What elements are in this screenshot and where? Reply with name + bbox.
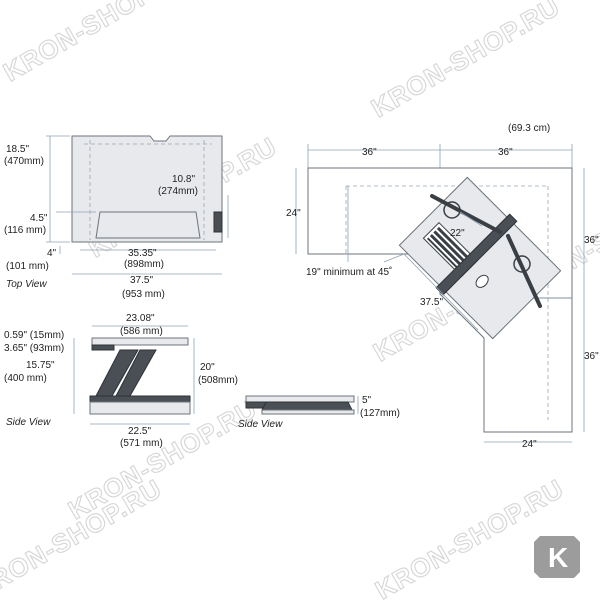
corner-diag-b: 37.5" bbox=[420, 297, 443, 308]
corner-minimum-note: 19" minimum at 45˚ bbox=[306, 266, 392, 278]
side-view-caption: Side View bbox=[6, 417, 51, 428]
lowered-lift bbox=[261, 401, 353, 411]
keyboard-depth-mm: (116 mm) bbox=[4, 225, 46, 236]
corner-top-note: (69.3 cm) bbox=[508, 123, 550, 134]
width-mm: (953 mm) bbox=[122, 289, 165, 300]
corner-layout: (69.3 cm) 36" 36" 24" 36" 36" 24" bbox=[286, 123, 599, 450]
corner-diag-a: 22" bbox=[450, 228, 465, 239]
corner-right-width: 36" bbox=[498, 147, 513, 158]
keyboard-depth-in: 4.5" bbox=[30, 213, 48, 224]
inner-width-mm: (898mm) bbox=[124, 259, 164, 270]
corner-right-depth-bottom: 36" bbox=[584, 351, 599, 362]
top-depth-mm: (470mm) bbox=[4, 156, 44, 167]
lift-mm: (400 mm) bbox=[4, 373, 47, 384]
side-height-mm: (508mm) bbox=[198, 375, 238, 386]
leader-line bbox=[383, 253, 405, 263]
base-side bbox=[89, 395, 191, 403]
watermark: KRON-SHOP.RU bbox=[0, 0, 197, 87]
corner-bottom-width: 24" bbox=[522, 439, 537, 450]
monitor-mount bbox=[513, 255, 531, 273]
desk-unit-rotated bbox=[398, 176, 562, 340]
side-view-lowered: 5" (127mm) Side View bbox=[238, 395, 400, 430]
side-dim-a: 0.59" (15mm) bbox=[4, 330, 64, 341]
logo-letter: K bbox=[548, 542, 568, 573]
work-surface bbox=[91, 337, 189, 346]
inner-width-in: 35.35" bbox=[128, 248, 157, 259]
watermark: KRON-SHOP.RU bbox=[366, 0, 565, 123]
keyboard-tray bbox=[95, 211, 201, 239]
keyboard-offset-in: 4" bbox=[47, 248, 57, 259]
lowered-surface bbox=[245, 395, 355, 403]
side-height-in: 20" bbox=[200, 362, 215, 373]
tray-bracket bbox=[213, 211, 223, 233]
lowered-height-mm: (127mm) bbox=[360, 408, 400, 419]
watermark: KRON-SHOP.RU bbox=[370, 473, 569, 600]
corner-left-width: 36" bbox=[362, 147, 377, 158]
dimension-line bbox=[459, 211, 483, 227]
monitor-mount bbox=[443, 201, 461, 219]
dimension-line bbox=[403, 253, 479, 331]
corner-right-depth-top: 36" bbox=[584, 235, 599, 246]
base-width-mm: (571 mm) bbox=[120, 438, 163, 449]
corner-left-depth: 24" bbox=[286, 208, 301, 219]
monitor-left bbox=[430, 194, 502, 234]
brand-logo: K bbox=[534, 536, 580, 578]
keyboard-offset-mm: (101 mm) bbox=[6, 261, 49, 272]
lowered-height-in: 5" bbox=[362, 395, 372, 406]
inner-depth-mm: (274mm) bbox=[158, 186, 198, 197]
base-width-in: 22.5" bbox=[128, 426, 151, 437]
side-dim-b: 3.65" (93mm) bbox=[4, 343, 64, 354]
keyboard-tray-side bbox=[91, 344, 115, 351]
top-depth-in: 18.5" bbox=[6, 144, 29, 155]
base-foot bbox=[89, 401, 191, 415]
monitor-arm bbox=[435, 213, 518, 296]
side-top-width-in: 23.08" bbox=[126, 313, 155, 324]
lowered-base bbox=[261, 409, 355, 415]
lowered-caption: Side View bbox=[238, 419, 283, 430]
top-view: 18.5" (470mm) 4.5" (116 mm) 4" (101 mm) … bbox=[4, 135, 229, 300]
top-view-caption: Top View bbox=[6, 279, 47, 290]
keyboard-keys bbox=[426, 226, 473, 273]
width-in: 37.5" bbox=[130, 275, 153, 286]
logo-badge bbox=[534, 536, 580, 578]
side-top-width-mm: (586 mm) bbox=[120, 326, 163, 337]
inner-depth-in: 10.8" bbox=[172, 174, 195, 185]
mouse bbox=[475, 274, 489, 288]
lift-in: 15.75" bbox=[26, 360, 55, 371]
side-view-raised: 23.08" (586 mm) 0.59" (15mm) 3.65" (93mm… bbox=[4, 313, 238, 449]
